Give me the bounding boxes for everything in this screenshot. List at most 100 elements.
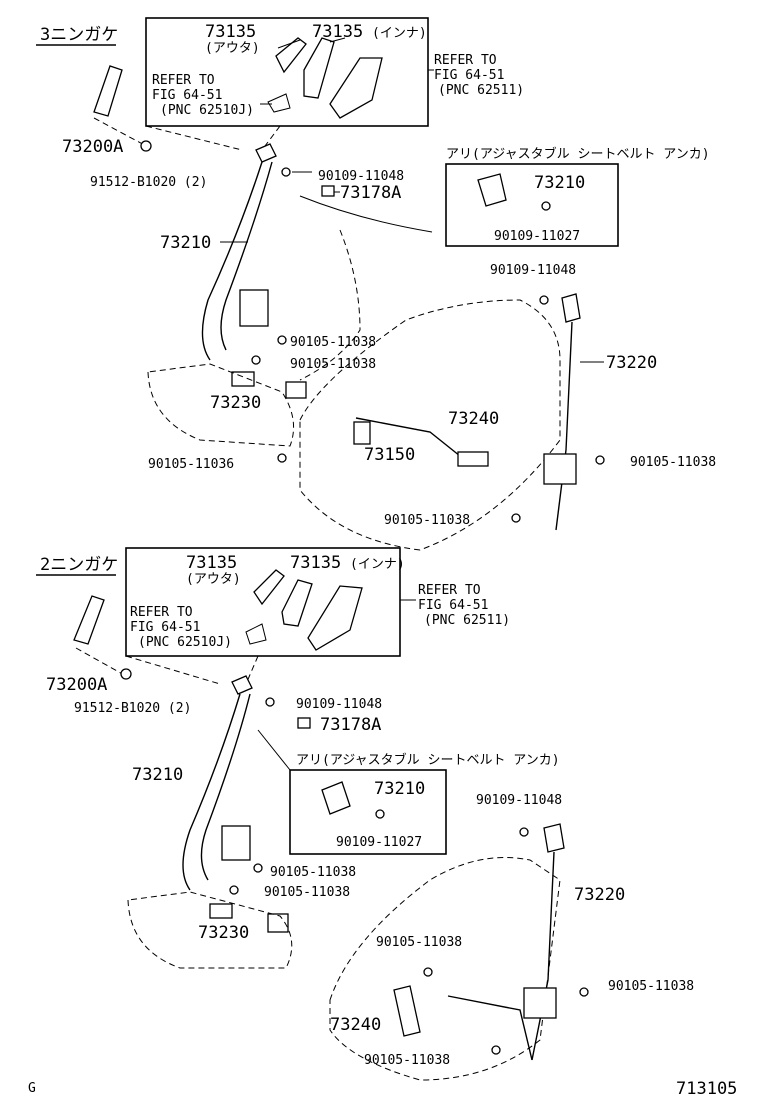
bolt-90105-11038-c [595,455,605,465]
cap-73178a [297,717,311,729]
bolt-90105-11036 [277,453,287,463]
retractor-73210 [239,289,269,327]
label-73230: 73230 [210,393,261,413]
label-73135-inner-note: (インナ) [350,557,405,572]
bolt-90105-11038-a [253,863,263,873]
bolt-90105-11038-d [511,513,521,523]
label-73210: 73210 [132,765,183,785]
seat-outline-right [299,299,561,551]
bolt-90105-11038-e [491,1045,501,1055]
refer-left-3: (PNC 62510J) [160,103,254,118]
label-73220: 73220 [606,353,657,373]
leader-73135-outer [277,39,301,49]
bolt-90105-11038-c [579,987,589,997]
bolt-90109-11048-a [265,697,275,707]
bolt-91512 [120,668,132,680]
section-3-seat: 3ニンガケ 73135 (アウタ) 73135 (インナ) REFER TO F… [36,17,716,551]
adjust-note: アリ(アジャスタブル シートベルト アンカ) [446,146,710,162]
cap-73178a [321,185,335,197]
dash-73200a [75,647,127,677]
label-90109-11048-b: 90109-11048 [490,263,576,278]
label-90105-11038-a: 90105-11038 [270,865,356,880]
anchor-73220 [543,823,565,853]
arrow-to-inset [299,195,433,233]
label-73210: 73210 [160,233,211,253]
adjust-note: アリ(アジャスタブル シートベルト アンカ) [296,752,560,768]
refer-right-2: FIG 64-51 [418,598,488,613]
belt-73210-inner [220,161,273,351]
label-90109-11048-a: 90109-11048 [318,169,404,184]
label-90109-11027: 90109-11027 [494,229,580,244]
bracket-73200a [73,595,105,645]
bolt-90109-11048-a [281,167,291,177]
bolt-90105-11038-a [277,335,287,345]
label-90105-11038-a: 90105-11038 [290,335,376,350]
label-73200a: 73200A [46,675,107,695]
bolt-90105-11038-b [251,355,261,365]
inset-adjuster [321,781,351,815]
refer-right-3: (PNC 62511) [438,83,524,98]
label-73210-inset: 73210 [534,173,585,193]
label-90105-11038-e: 90105-11038 [364,1053,450,1068]
bracket-73200a [93,65,123,117]
label-73135-outer: 73135 [205,22,256,42]
label-73178a: 73178A [320,715,381,735]
inset-adjuster [477,173,507,207]
label-90109-11048-b: 90109-11048 [476,793,562,808]
retractor-73220 [543,453,577,485]
section-heading: 2ニンガケ [40,555,118,575]
top-anchor [231,675,253,695]
label-73150: 73150 [364,445,415,465]
box-dash-left [125,655,221,685]
bolt-90109-11048-b [519,827,529,837]
refer-left-1: REFER TO [152,73,215,88]
trim-inner-shape [281,579,313,627]
anchor-plate [209,903,233,919]
anchor-73220 [561,293,581,323]
bolt-90105-11038-b [229,885,239,895]
belt-73220 [555,321,573,531]
refer-left-2: FIG 64-51 [152,88,222,103]
label-73135-inner-note: (インナ) [372,26,427,41]
page-code: 713105 [676,1079,737,1099]
section-2-seat: 2ニンガケ 73135 (アウタ) 73135 (インナ) REFER TO F… [36,547,694,1081]
inset-bolt [541,201,551,211]
inset-box [445,163,619,247]
leader-73135-inner [329,37,346,43]
bolt-91512 [140,140,152,152]
trim-cover-box [125,547,401,657]
label-73178a: 73178A [340,183,401,203]
trim-inner-shape [303,37,335,99]
seat-outline-left [127,891,293,969]
label-90105-11038-c: 90105-11038 [608,979,694,994]
label-90105-11036: 90105-11036 [148,457,234,472]
clip-shape [245,623,267,645]
label-90105-11038-d: 90105-11038 [384,513,470,528]
bolt-90109-11048-b [539,295,549,305]
box-dash-left [145,125,243,151]
buckle-73230 [285,381,307,399]
arrow-to-inset [257,729,291,771]
label-73135-outer: 73135 [186,553,237,573]
seatback-outline [299,229,361,381]
label-73135-inner: 73135 [312,22,363,42]
label-73135-inner: 73135 [290,553,341,573]
label-90109-11048-a: 90109-11048 [296,697,382,712]
refer-right-1: REFER TO [418,583,481,598]
belt-73210 [201,161,263,361]
refer-left-2: FIG 64-51 [130,620,200,635]
label-90105-11038-c: 90105-11038 [630,455,716,470]
refer-left-3: (PNC 62510J) [138,635,232,650]
label-90109-11027: 90109-11027 [336,835,422,850]
belt-73150 [355,417,461,457]
clip-shape [267,93,291,113]
label-91512: 91512-B1020 (2) [74,701,191,716]
label-90105-11038-b: 90105-11038 [290,357,376,372]
anchor-plate [231,371,255,387]
label-73210-inset: 73210 [374,779,425,799]
top-anchor [255,143,277,163]
label-73230: 73230 [198,923,249,943]
cover-shape [307,585,363,651]
bolt-90105-11038-d [423,967,433,977]
